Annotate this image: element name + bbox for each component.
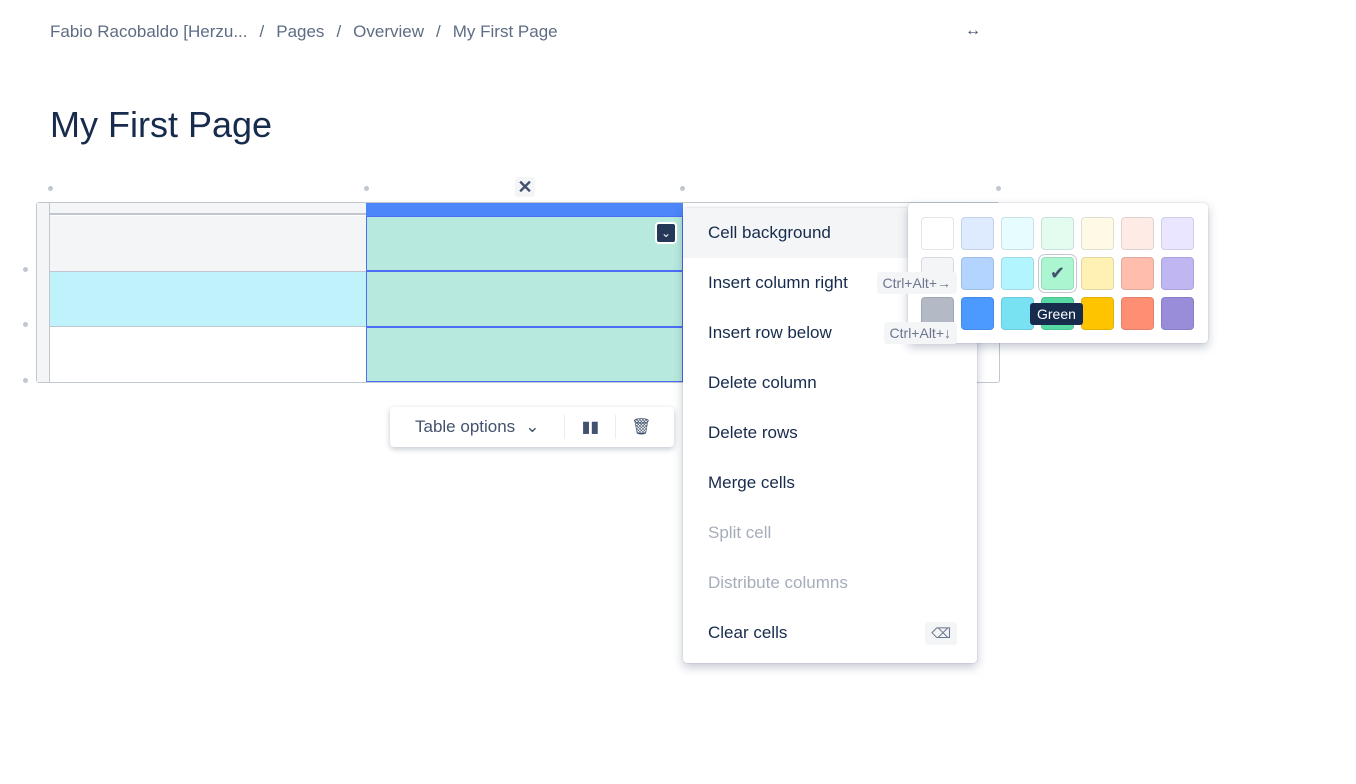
color-swatch[interactable] xyxy=(1161,217,1194,250)
column-insert-dot[interactable] xyxy=(48,186,53,191)
table-cell[interactable] xyxy=(50,271,366,327)
menu-item-label: Delete rows xyxy=(708,423,798,442)
trash-icon[interactable]: 🗑 xyxy=(631,419,652,436)
color-swatch[interactable] xyxy=(1041,217,1074,250)
menu-item[interactable]: Merge cells xyxy=(683,458,977,508)
row-insert-dot[interactable] xyxy=(23,267,28,272)
menu-item: Distribute columns xyxy=(683,558,977,608)
check-icon: ✔ xyxy=(1049,263,1066,283)
row-insert-dot[interactable] xyxy=(23,322,28,327)
menu-item-label: Distribute columns xyxy=(708,573,848,592)
menu-item-label: Insert column right xyxy=(708,273,848,292)
table-cell-selected[interactable] xyxy=(366,216,683,271)
color-swatch[interactable] xyxy=(1081,257,1114,290)
color-swatch[interactable] xyxy=(1161,297,1194,330)
table-options-button[interactable]: Table options⌄ xyxy=(415,417,540,436)
menu-item[interactable]: Insert row below Ctrl+Alt+↓ xyxy=(683,308,977,358)
menu-item[interactable]: Insert column right Ctrl+Alt+→ xyxy=(683,258,977,308)
breadcrumb-pages[interactable]: Pages xyxy=(276,22,325,41)
menu-item-label: Cell background xyxy=(708,223,831,242)
breadcrumb-current[interactable]: My First Page xyxy=(452,22,558,41)
cell-options-chevron-icon[interactable]: ⌄ xyxy=(655,222,677,244)
menu-item-label: Split cell xyxy=(708,523,772,542)
color-swatch[interactable] xyxy=(1001,297,1034,330)
shortcut-badge: ⌫ xyxy=(925,621,957,645)
table-cell-selected[interactable] xyxy=(366,271,683,327)
menu-item: Split cell xyxy=(683,508,977,558)
menu-item-label: Insert row below xyxy=(708,323,832,342)
color-swatch[interactable] xyxy=(961,257,994,290)
column-control-selected[interactable] xyxy=(366,203,683,216)
color-swatch[interactable] xyxy=(1001,217,1034,250)
menu-item-label: Merge cells xyxy=(708,473,795,492)
column-insert-dot[interactable] xyxy=(364,186,369,191)
color-swatch[interactable] xyxy=(1081,217,1114,250)
expand-width-icon[interactable]: ↔ xyxy=(965,22,981,39)
breadcrumb-space[interactable]: Fabio Racobaldo [Herzu... xyxy=(50,22,248,41)
color-swatch[interactable] xyxy=(1081,297,1114,330)
delete-column-icon[interactable]: ✕ xyxy=(515,177,535,197)
column-control[interactable] xyxy=(50,203,366,215)
page-title[interactable]: My First Page xyxy=(50,104,273,145)
menu-item-label: Clear cells xyxy=(708,623,788,642)
shortcut-badge: Ctrl+Alt+↓ xyxy=(883,322,957,344)
menu-item[interactable]: Delete rows xyxy=(683,408,977,458)
menu-item[interactable]: Clear cells ⌫ xyxy=(683,608,977,658)
chevron-down-icon: ⌄ xyxy=(525,417,540,436)
row-controls[interactable] xyxy=(37,203,50,382)
shortcut-badge: Ctrl+Alt+→ xyxy=(876,272,957,294)
table-cell-selected[interactable] xyxy=(366,327,683,382)
color-swatch[interactable] xyxy=(1001,257,1034,290)
color-swatch[interactable] xyxy=(1121,257,1154,290)
chart-icon[interactable]: ▮▮ xyxy=(581,419,600,436)
table-floating-toolbar: Table options⌄ ▮▮ 🗑 xyxy=(390,407,674,447)
breadcrumb: Fabio Racobaldo [Herzu.../ Pages/ Overvi… xyxy=(50,22,558,41)
color-swatch[interactable] xyxy=(961,297,994,330)
color-swatch[interactable] xyxy=(921,217,954,250)
color-swatch[interactable] xyxy=(961,217,994,250)
color-swatch[interactable] xyxy=(1121,297,1154,330)
column-insert-dot[interactable] xyxy=(996,186,1001,191)
table-cell[interactable] xyxy=(50,216,366,271)
breadcrumb-overview[interactable]: Overview xyxy=(353,22,425,41)
row-insert-dot[interactable] xyxy=(23,378,28,383)
table: ⌄ xyxy=(36,202,1000,383)
color-swatch[interactable]: ✔ xyxy=(1041,257,1074,290)
color-swatch[interactable] xyxy=(1121,217,1154,250)
color-tooltip: Green xyxy=(1030,303,1083,325)
menu-item-label: Delete column xyxy=(708,373,817,392)
color-swatch[interactable] xyxy=(1161,257,1194,290)
menu-item[interactable]: Delete column xyxy=(683,358,977,408)
table-cell[interactable] xyxy=(50,327,366,382)
column-insert-dot[interactable] xyxy=(680,186,685,191)
